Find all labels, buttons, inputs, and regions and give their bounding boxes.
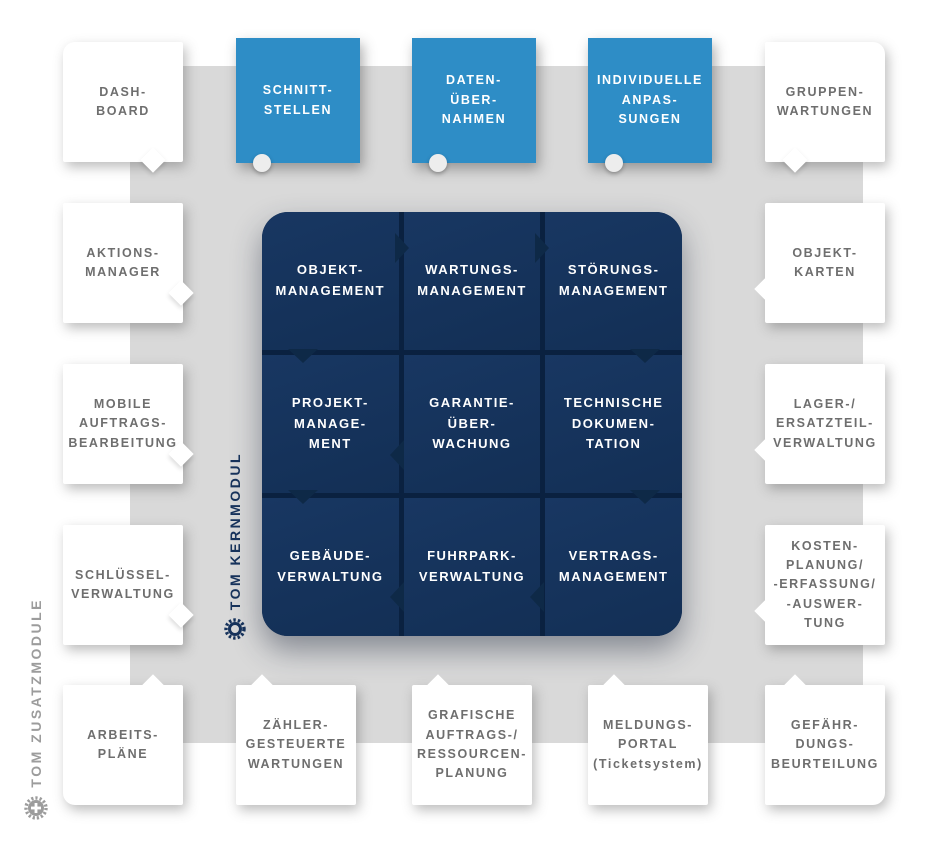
module-label: SCHLÜSSEL- VERWALTUNG (71, 567, 175, 601)
module-tile-mobile-auftragsbearbeitung: MOBILE AUFTRAGS- BEARBEITUNG (63, 364, 194, 484)
connector-dot (253, 154, 271, 172)
core-tile-garantie-ueberwachung: GARANTIE- ÜBER- WACHUNG (403, 355, 541, 493)
module-tile-lager-ersatzteilverwaltung: LAGER-/ ERSATZTEIL- VERWALTUNG (754, 364, 885, 484)
core-tile-stoerungs-management: STÖRUNGS- MANAGEMENT (545, 212, 682, 350)
arrow-right-icon (395, 233, 409, 263)
module-tile-objektkarten: OBJEKT- KARTEN (754, 203, 885, 323)
module-tile-meldungsportal: MELDUNGS- PORTAL (Ticketsystem) (588, 674, 708, 805)
module-tile-individuelle-anpassungen: INDIVIDUELLE ANPAS- SUNGEN (588, 38, 712, 172)
core-tile-vertrags-management: VERTRAGS- MANAGEMENT (545, 498, 682, 636)
module-label: MOBILE AUFTRAGS- BEARBEITUNG (68, 396, 178, 450)
module-label: ARBEITS- PLÄNE (87, 727, 159, 761)
core-tile-label: PROJEKT- MANAGE- MENT (291, 394, 369, 452)
module-label: KOSTEN- PLANUNG/ -ERFASSUNG/ -AUSWER- TU… (773, 538, 877, 631)
module-label: MELDUNGS- PORTAL (Ticketsystem) (593, 717, 703, 771)
arrow-down-icon (288, 349, 318, 363)
core-tile-label: GARANTIE- ÜBER- WACHUNG (429, 394, 515, 452)
module-label: DATEN- ÜBER- NAHMEN (441, 73, 507, 127)
module-label: LAGER-/ ERSATZTEIL- VERWALTUNG (773, 396, 877, 450)
module-tile-gefaehrdungsbeurteilung: GEFÄHR- DUNGS- BEURTEILUNG (765, 674, 885, 805)
core-tile-fuhrpark-verwaltung: FUHRPARK- VERWALTUNG (403, 498, 541, 636)
core-tile-label: VERTRAGS- MANAGEMENT (558, 548, 669, 584)
core-tile-label: OBJEKT- MANAGEMENT (275, 262, 386, 298)
module-tile-zaehlergesteuerte-wartungen: ZÄHLER- GESTEUERTE WARTUNGEN (236, 674, 356, 805)
module-tile-grafische-planung: GRAFISCHE AUFTRAGS-/ RESSOURCEN- PLANUNG (412, 674, 532, 805)
module-tile-schluesselverwaltung: SCHLÜSSEL- VERWALTUNG (63, 525, 194, 645)
core-tile-objekt-management: OBJEKT- MANAGEMENT (262, 212, 399, 350)
module-tile-dashboard: DASH- BOARD (63, 42, 183, 173)
arrow-left-icon (390, 440, 404, 470)
core-tile-wartungs-management: WARTUNGS- MANAGEMENT (403, 212, 541, 350)
kernmodul-grid: OBJEKT- MANAGEMENT WARTUNGS- MANAGEMENT … (262, 212, 682, 636)
module-label: GRAFISCHE AUFTRAGS-/ RESSOURCEN- PLANUNG (417, 708, 527, 781)
core-tile-label: GEBÄUDE- VERWALTUNG (277, 548, 384, 584)
core-tile-label: TECHNISCHE DOKUMEN- TATION (563, 394, 664, 452)
core-tile-label: WARTUNGS- MANAGEMENT (417, 262, 527, 298)
module-tile-schnittstellen: SCHNITT- STELLEN (236, 38, 360, 172)
arrow-down-icon (288, 490, 318, 504)
module-tile-arbeitsplaene: ARBEITS- PLÄNE (63, 674, 183, 805)
module-label: SCHNITT- STELLEN (262, 83, 334, 117)
gear-plus-icon (23, 795, 49, 826)
module-label: INDIVIDUELLE ANPAS- SUNGEN (596, 73, 703, 127)
kernmodul-label-text: TOM KERNMODUL (227, 452, 243, 611)
module-tile-aktionsmanager: AKTIONS- MANAGER (63, 203, 194, 323)
module-label: GRUPPEN- WARTUNGEN (776, 84, 874, 118)
module-label: OBJEKT- KARTEN (792, 245, 858, 279)
core-tile-label: STÖRUNGS- MANAGEMENT (558, 262, 669, 298)
core-tile-label: FUHRPARK- VERWALTUNG (418, 548, 526, 584)
kernmodul-side-label: TOM KERNMODUL (213, 452, 257, 646)
arrow-down-icon (630, 349, 660, 363)
arrow-left-icon (530, 582, 544, 612)
zusatzmodule-label-text: TOM ZUSATZMODULE (28, 598, 44, 788)
arrow-down-icon (630, 490, 660, 504)
module-label: ZÄHLER- GESTEUERTE WARTUNGEN (245, 717, 347, 771)
module-label: GEFÄHR- DUNGS- BEURTEILUNG (771, 717, 879, 771)
core-tile-projekt-management: PROJEKT- MANAGE- MENT (262, 355, 399, 493)
gear-ring-icon (223, 617, 247, 646)
module-label: DASH- BOARD (96, 84, 150, 118)
module-label: AKTIONS- MANAGER (85, 245, 161, 279)
module-tile-kostenplanung: KOSTEN- PLANUNG/ -ERFASSUNG/ -AUSWER- TU… (754, 525, 885, 645)
module-tile-gruppenwartungen: GRUPPEN- WARTUNGEN (765, 42, 885, 173)
connector-dot (605, 154, 623, 172)
core-tile-gebaeude-verwaltung: GEBÄUDE- VERWALTUNG (262, 498, 399, 636)
module-tile-datenuebernahmen: DATEN- ÜBER- NAHMEN (412, 38, 536, 172)
connector-dot (429, 154, 447, 172)
core-tile-technische-dokumentation: TECHNISCHE DOKUMEN- TATION (545, 355, 682, 493)
zusatzmodule-side-label: TOM ZUSATZMODULE (14, 598, 58, 826)
arrow-left-icon (390, 582, 404, 612)
arrow-right-icon (535, 233, 549, 263)
